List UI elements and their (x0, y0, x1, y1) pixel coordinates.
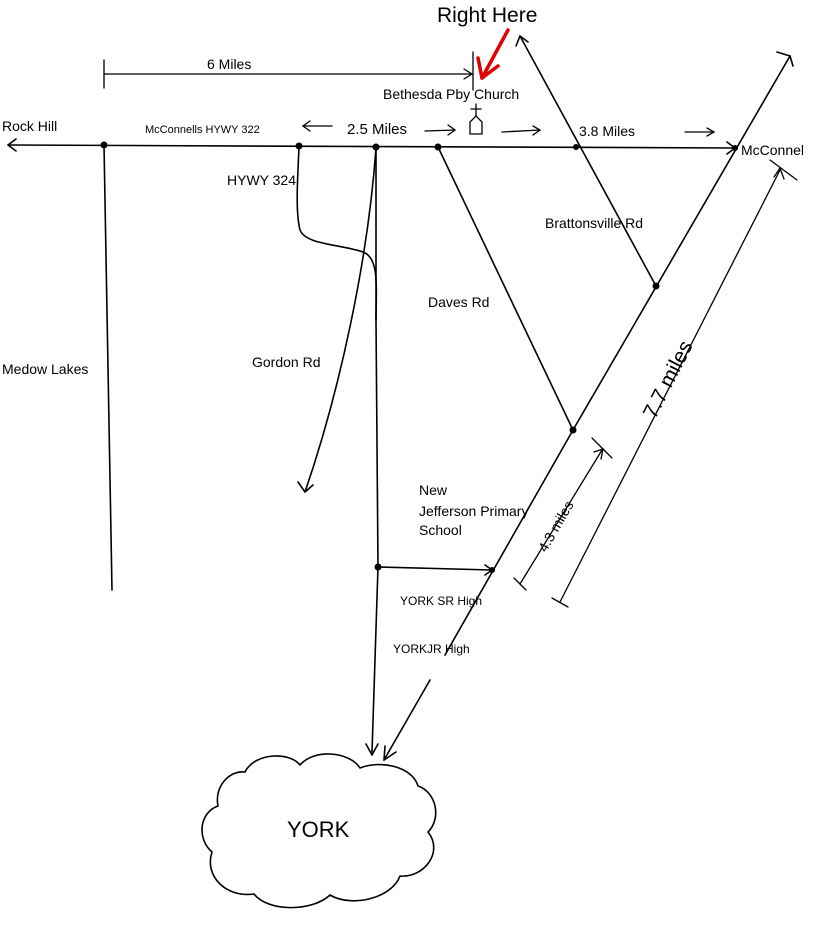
rock-hill-label: Rock Hill (2, 118, 57, 134)
york-cloud (201, 753, 437, 909)
primary-school-line3: School (419, 522, 462, 538)
church-label: Bethesda Pby Church (383, 86, 519, 102)
mcconnel-label: McConnel (741, 142, 804, 158)
primary-school-line2: Jefferson Primary (419, 503, 528, 519)
york-main-road (365, 147, 379, 756)
six-miles-measure (103, 51, 474, 91)
york-label: YORK (287, 817, 350, 842)
church-icon (469, 103, 483, 135)
three-eight-miles-arrows (501, 125, 716, 137)
medow-lakes-road (103, 144, 113, 591)
seven-seven-miles-label: 7.7 miles (639, 337, 698, 422)
daves-rd-label: Daves Rd (428, 294, 489, 310)
brattonsville-road (515, 35, 657, 287)
three-eight-miles-label: 3.8 Miles (579, 123, 635, 139)
gordon-road (297, 147, 377, 493)
medow-lakes-label: Medow Lakes (2, 361, 88, 377)
primary-school-line1: New (419, 482, 448, 498)
two-five-miles-label: 2.5 Miles (347, 121, 407, 138)
brattonsville-label: Brattonsville Rd (545, 215, 643, 231)
sr-high-label: YORK SR High (400, 594, 482, 608)
hwy-322-label: McConnells HYWY 322 (145, 124, 260, 136)
right-here-label: Right Here (437, 4, 537, 27)
four-three-miles-measure (513, 437, 613, 591)
two-five-miles-arrows (301, 120, 457, 136)
seven-seven-miles-measure (551, 159, 798, 608)
junction-nodes (100, 141, 738, 573)
school-connector (377, 564, 493, 576)
jr-high-label: YORKJR High (393, 642, 470, 656)
gordon-rd-label: Gordon Rd (252, 354, 320, 370)
daves-road (437, 146, 574, 431)
pointer-arrow-icon (476, 28, 510, 80)
highway-322 (7, 138, 736, 155)
four-three-miles-label: 4.3 miles (535, 498, 577, 555)
highway-324 (296, 145, 378, 321)
six-miles-label: 6 Miles (207, 56, 251, 72)
hwy-324-label: HYWY 324 (227, 172, 296, 188)
